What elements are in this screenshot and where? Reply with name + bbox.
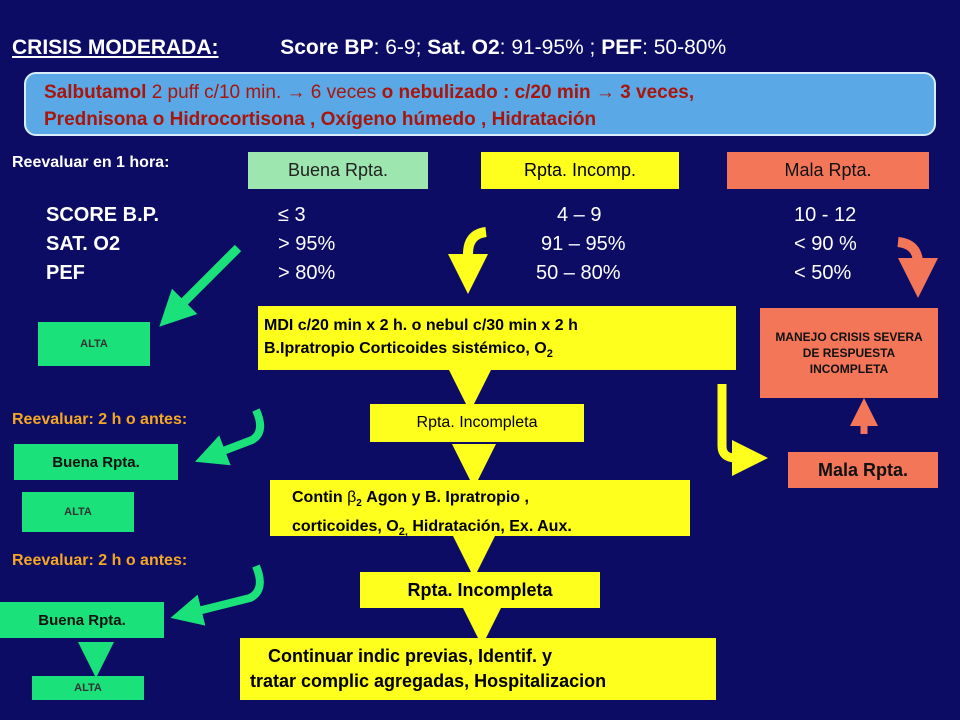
score-value: : 6-9;: [373, 36, 422, 59]
mala-rpta-header: Mala Rpta.: [727, 152, 929, 189]
contin-line2: corticoides, O2, Hidratación, Ex. Aux.: [292, 515, 690, 544]
continuar-line2: tratar complic agregadas, Hospitalizacio…: [250, 671, 607, 691]
criteria-score-label: SCORE B.P.: [46, 204, 159, 226]
arrow-to-buena-2: [170, 564, 264, 626]
mdi-box: MDI c/20 min x 2 h. o nebul c/30 min x 2…: [258, 306, 736, 370]
mdi-line1: MDI c/20 min x 2 h. o nebul c/30 min x 2…: [264, 317, 578, 334]
reevaluar-2h-label-2: Reevaluar: 2 h o antes:: [12, 552, 188, 569]
reevaluar-1h-label: Reevaluar en 1 hora:: [12, 154, 170, 171]
buena-rpta-box-1: Buena Rpta.: [14, 444, 178, 480]
contin-line1: Contin β2 Agon y B. Ipratropio ,: [292, 486, 690, 515]
beta-sub: 2: [356, 498, 362, 510]
buena-rpta-header: Buena Rpta.: [248, 152, 428, 189]
incomp-score-value: 4 – 9: [557, 204, 602, 226]
criteria-sat-label: SAT. O2: [46, 233, 121, 255]
mdi-line2-wrap: B.Ipratropio Corticoides sistémico, O2: [264, 337, 736, 366]
criteria-pef-label: PEF: [46, 262, 85, 284]
reevaluar-2h-label-1: Reevaluar: 2 h o antes:: [12, 411, 188, 428]
arrow-to-alta-1: [159, 244, 242, 327]
salbutamol-dose: 2 puff c/10 min. → 6 veces: [151, 82, 377, 103]
nebulizado-text: o nebulizado : c/20 min → 3 veces,: [381, 82, 695, 103]
buena-score-value: ≤ 3: [278, 204, 306, 226]
incomp-sat-value: 91 – 95%: [541, 233, 626, 255]
contin-line2a: corticoides, O: [292, 518, 399, 536]
mdi-line2: B.Ipratropio Corticoides sistémico, O: [264, 340, 547, 357]
manejo-crisis-box: MANEJO CRISIS SEVERA DE RESPUESTA INCOMP…: [760, 308, 938, 398]
salbutamol-label: Salbutamol: [44, 82, 147, 103]
arrow-to-manejo: [897, 237, 938, 298]
continuar-line1: Continuar indic previas, Identif. y: [268, 646, 553, 666]
mala-rpta-box: Mala Rpta.: [788, 452, 938, 488]
incomp-rpta-header: Rpta. Incomp.: [481, 152, 679, 189]
buena-pef-value: > 80%: [278, 262, 336, 284]
header-line: CRISIS MODERADA: Score BP: 6-9; Sat. O2:…: [12, 36, 726, 60]
pef-label: PEF: [601, 36, 643, 59]
incomp-pef-value: 50 – 80%: [536, 262, 621, 284]
arrow-to-mala-rpta: [717, 384, 768, 476]
contin-p1: Contin: [292, 489, 348, 506]
alta-box-3: ALTA: [32, 676, 144, 700]
pef-value: : 50-80%: [642, 36, 727, 59]
treatment-line2: Prednisona o Hidrocortisona , Oxígeno hú…: [44, 109, 597, 130]
alta-box-2: ALTA: [22, 492, 134, 532]
alta-box-1: ALTA: [38, 322, 150, 366]
contin-line2-sub: 2,: [398, 526, 408, 539]
rpta-incompleta-box-1: Rpta. Incompleta: [370, 404, 584, 442]
contin-box: Contin β2 Agon y B. Ipratropio , cortico…: [270, 480, 690, 538]
buena-rpta-box-2: Buena Rpta.: [0, 602, 164, 638]
header-title: CRISIS MODERADA:: [12, 36, 219, 59]
arrow-to-buena-1: [195, 408, 265, 466]
beta-symbol: β: [347, 489, 357, 506]
mdi-line2-sub: 2: [546, 348, 553, 361]
mala-score-value: 10 - 12: [794, 204, 857, 226]
sat-label: Sat. O2: [427, 36, 500, 59]
continuar-box: Continuar indic previas, Identif. y trat…: [240, 638, 716, 700]
contin-line2b: Hidratación, Ex. Aux.: [407, 518, 572, 536]
arrow-to-mdi: [448, 227, 488, 294]
buena-sat-value: > 95%: [278, 233, 336, 255]
sat-value: : 91-95% ;: [499, 36, 596, 59]
score-label: Score BP: [280, 36, 374, 59]
contin-p2: Agon y B. Ipratropio ,: [361, 489, 529, 506]
treatment-box: Salbutamol 2 puff c/10 min. → 6 veces o …: [24, 72, 936, 136]
mala-pef-value: < 50%: [794, 262, 852, 284]
mala-sat-value: < 90 %: [794, 233, 857, 255]
